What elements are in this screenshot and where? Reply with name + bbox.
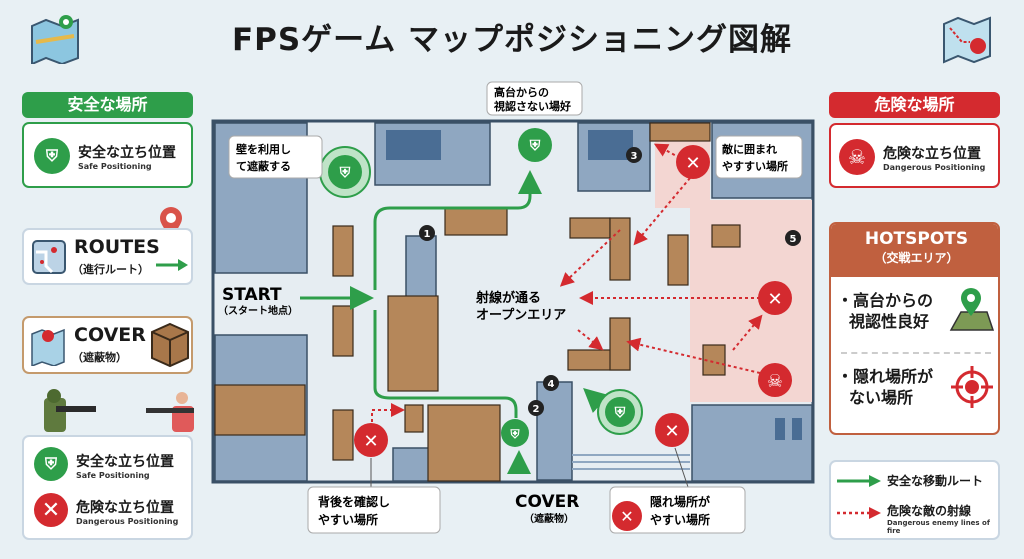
route-north (373, 170, 542, 290)
map-text-label: やすすい場所 (722, 159, 788, 173)
safe-routes (300, 170, 609, 474)
map-text-label: 壁を利用し (236, 142, 291, 156)
safe-card-jp: 安全な立ち位置 (78, 145, 176, 161)
map-text-label: やすい場所 (650, 512, 710, 527)
number-markers: 1 2 3 4 5 (419, 147, 801, 416)
danger-card-jp: 危険な立ち位置 (883, 146, 981, 162)
marker-4: 4 (548, 379, 555, 390)
safe-card-en: Safe Positioning (78, 162, 152, 171)
shield-person-icon: ⛨ (34, 447, 68, 481)
svg-text:✕: ✕ (767, 289, 782, 310)
map-text-label: 敵に囲まれ (722, 142, 777, 156)
crosshair-skull-icon (951, 366, 993, 408)
marker-2: 2 (533, 404, 540, 415)
safe-route-arrow-icon (837, 475, 881, 487)
folded-map-icon (31, 15, 79, 64)
enemy-lines-of-fire (371, 143, 763, 422)
safe-positioning-card: ⛨ 安全な立ち位置 Safe Positioning (22, 122, 193, 188)
map-text-label: 視認さない場好 (493, 99, 571, 113)
x-icon: ✕ (34, 493, 68, 527)
legend-danger-line: 危険な敵の射線 (887, 504, 972, 518)
cover-sub: （遮蔽物） (72, 351, 127, 364)
map-text-label: 背後を確認し (318, 494, 390, 509)
safe-places-header: 安全な場所 (22, 92, 193, 118)
legend-safe-en: Safe Positioning (76, 471, 150, 480)
high-ground-pin-icon (949, 288, 995, 331)
marker-3: 3 (631, 151, 638, 162)
start-sub-label: （スタート地点） (218, 304, 298, 317)
map-text-label: 隠れ場所が (650, 494, 710, 509)
skull-icon: ☠ (839, 139, 875, 175)
map-pin-icon (31, 328, 65, 366)
danger-line-arrow-icon (837, 507, 881, 519)
svg-text:✕: ✕ (363, 431, 378, 452)
cover-map-sub: （遮蔽物） (524, 512, 574, 525)
svg-text:☠: ☠ (767, 371, 783, 392)
routes-sub: （進行ルート） (72, 263, 149, 276)
cover-title: COVER (74, 324, 146, 346)
safe-position-markers: ⛨ ⛨ ⛨ ⛨ (319, 128, 643, 447)
green-arrow-icon (156, 259, 188, 271)
shield-person-icon: ⛨ (34, 138, 70, 174)
open-area-label-2: オープンエリア (476, 308, 566, 323)
soldiers-illustration (44, 389, 194, 432)
routes-card: ROUTES （進行ルート） (22, 228, 193, 285)
hotspots-card: HOTSPOTS （交戦エリア） ・高台からの視認性良好 ・隠れ場所がない場所 (829, 222, 1000, 435)
crate-icon (151, 322, 189, 368)
hotspots-title: HOTSPOTS (864, 229, 969, 249)
left-legend: ⛨ 安全な立ち位置 Safe Positioning ✕ 危険な立ち位置 Dan… (22, 435, 193, 540)
hotspots-header: HOTSPOTS （交戦エリア） (831, 224, 998, 277)
svg-text:⛨: ⛨ (529, 138, 541, 154)
cover-map-label: COVER (515, 492, 579, 512)
map-text-label: やすい場所 (318, 512, 378, 527)
legend-danger-line-en: Dangerous enemy lines of fire (887, 519, 990, 535)
svg-text:⛨: ⛨ (614, 405, 626, 421)
right-legend: 安全な移動ルート 危険な敵の射線 Dangerous enemy lines o… (829, 460, 1000, 540)
danger-map-icon (943, 16, 991, 64)
cover-card: COVER （遮蔽物） (22, 316, 193, 374)
routes-title: ROUTES (74, 236, 160, 258)
hotspot-item-no-cover: ・隠れ場所がない場所 (837, 367, 934, 407)
open-area-label-1: 射線が通る (475, 290, 541, 306)
hotspots-sub: （交戦エリア） (874, 251, 959, 265)
svg-text:✕: ✕ (685, 153, 700, 174)
svg-text:✕: ✕ (620, 507, 633, 526)
danger-card-en: Dangerous Positioning (883, 163, 986, 172)
legend-danger-en: Dangerous Positioning (76, 517, 179, 526)
svg-text:⛨: ⛨ (509, 427, 520, 441)
legend-safe-jp: 安全な立ち位置 (76, 454, 174, 470)
hotspot-item-high-ground: ・高台からの視認性良好 (837, 291, 934, 331)
start-label: START (222, 285, 282, 305)
map-text-label: て遮蔽する (236, 159, 291, 173)
divider (841, 352, 991, 354)
danger-places-header: 危険な場所 (829, 92, 1000, 118)
route-south (373, 310, 518, 418)
dark-windows (386, 130, 802, 440)
page-title: FPSゲーム マップポジショニング図解 (231, 22, 793, 58)
map-text-label: 高台からの (494, 85, 549, 99)
svg-text:✕: ✕ (664, 421, 679, 442)
legend-safe-route: 安全な移動ルート (887, 474, 984, 488)
danger-positioning-card: ☠ 危険な立ち位置 Dangerous Positioning (829, 123, 1000, 188)
marker-5: 5 (790, 234, 797, 245)
marker-1: 1 (424, 229, 431, 240)
danger-position-markers: ✕ ✕ ☠ ✕ ✕ (354, 145, 792, 457)
route-map-icon (32, 240, 66, 274)
stairs (572, 454, 690, 470)
legend-danger-jp: 危険な立ち位置 (76, 500, 174, 516)
svg-text:⛨: ⛨ (339, 165, 351, 181)
callout-leaders (370, 447, 689, 488)
